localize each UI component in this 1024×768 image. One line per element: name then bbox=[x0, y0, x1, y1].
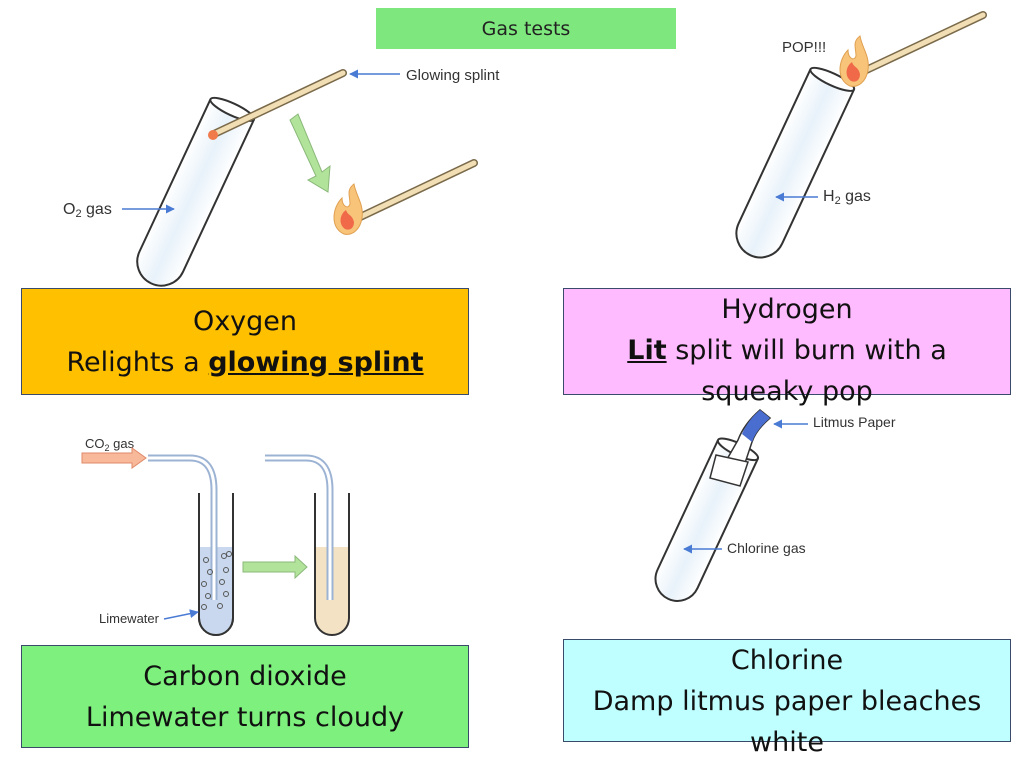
carbon-dioxide-test-box: Carbon dioxide Limewater turns cloudy bbox=[21, 645, 469, 748]
hydrogen-test-line: Lit split will burn with a bbox=[627, 330, 947, 371]
page-title: Gas tests bbox=[376, 8, 676, 49]
right-test-tube bbox=[314, 493, 350, 636]
chlorine-test-box: Chlorine Damp litmus paper bleaches whit… bbox=[563, 639, 1011, 758]
hydrogen-gas-label: H2 gas bbox=[823, 188, 871, 207]
litmus-paper-label: Litmus Paper bbox=[813, 414, 896, 430]
hydrogen-illustration: POP!!! H2 gas bbox=[735, 11, 987, 259]
oxygen-heading: Oxygen bbox=[192, 305, 298, 337]
co2-heading: Carbon dioxide bbox=[143, 660, 347, 692]
co2-gas-label: CO2 gas bbox=[85, 436, 135, 453]
chlorine-gas-label: Chlorine gas bbox=[727, 540, 806, 556]
oxygen-test-prefix: Relights a bbox=[66, 346, 209, 378]
hydrogen-test-emphasis: Lit bbox=[627, 335, 667, 366]
oxygen-illustration: Glowing splint O2 gas bbox=[63, 67, 500, 287]
page-title-text: Gas tests bbox=[481, 17, 571, 40]
co2-test-line: Limewater turns cloudy bbox=[85, 701, 405, 733]
hydrogen-heading: Hydrogen bbox=[721, 294, 853, 325]
gas-bubbles bbox=[201, 551, 232, 610]
glowing-splint-label: Glowing splint bbox=[406, 67, 500, 84]
co2-transition-arrow bbox=[242, 554, 308, 580]
oxygen-test-line: Relights a glowing splint bbox=[66, 342, 423, 383]
carbon-dioxide-illustration: CO2 gas Limewater bbox=[81, 436, 350, 636]
oxygen-test-emphasis: glowing splint bbox=[208, 346, 424, 378]
hydrogen-test-line-3: squeaky pop bbox=[701, 376, 873, 407]
pop-label: POP!!! bbox=[782, 39, 826, 56]
co2-inflow-arrow bbox=[81, 447, 147, 469]
chlorine-illustration: Litmus Paper Chlorine gas bbox=[654, 409, 896, 602]
oxygen-test-box: Oxygen Relights a glowing splint bbox=[21, 288, 469, 395]
hydrogen-test-rest: split will burn with a bbox=[666, 335, 947, 366]
oxygen-transition-arrow bbox=[289, 113, 331, 193]
oxygen-gas-label: O2 gas bbox=[63, 201, 112, 220]
chlorine-test-line-3: white bbox=[750, 727, 824, 758]
chlorine-heading: Chlorine bbox=[730, 645, 844, 676]
limewater-label: Limewater bbox=[99, 611, 160, 626]
chlorine-test-line: Damp litmus paper bleaches bbox=[592, 686, 982, 717]
hydrogen-test-box: Hydrogen Lit split will burn with a sque… bbox=[563, 288, 1011, 407]
hydrogen-test-tube bbox=[735, 66, 856, 259]
oxygen-test-tube bbox=[136, 96, 256, 287]
glowing-ember bbox=[208, 130, 218, 140]
